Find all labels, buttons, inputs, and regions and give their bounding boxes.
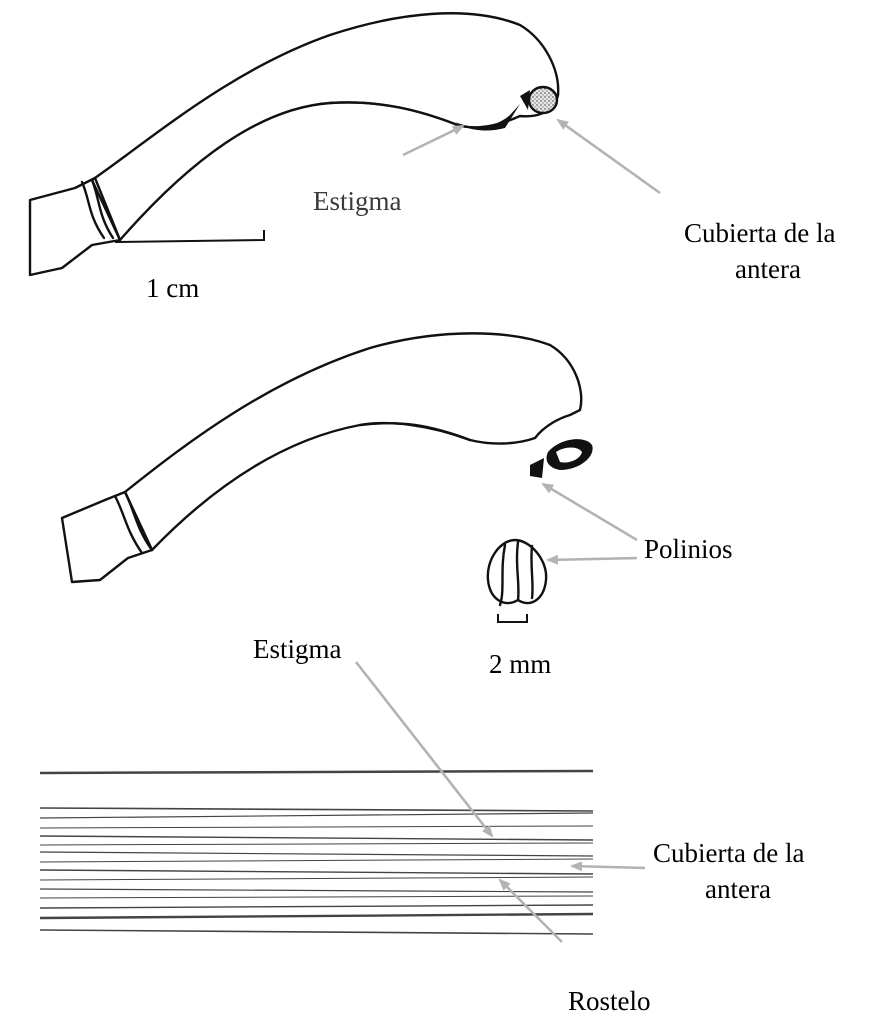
- arrow-pollinia-2: [548, 558, 637, 560]
- figure-2-column: Polinios 2 mm: [62, 333, 733, 679]
- label-anther-cap-1b: antera: [735, 254, 801, 284]
- label-anther-cap-3a: Cubierta de la: [653, 838, 804, 868]
- scale-bar-2mm: [498, 614, 527, 622]
- label-estigma-3: Estigma: [253, 634, 342, 664]
- arrow-anther-cap-1: [558, 120, 660, 193]
- label-anther-cap-3b: antera: [705, 874, 771, 904]
- column-body-2: [125, 333, 581, 550]
- stigma-edge-1: [455, 104, 520, 130]
- label-anther-cap-1a: Cubierta de la: [684, 218, 835, 248]
- label-polinios: Polinios: [644, 534, 733, 564]
- arrow-pollinia-1: [543, 484, 637, 540]
- arrow-estigma-1: [403, 126, 463, 155]
- figure-3-closeup: Estigma Cubierta de la antera Rostelo: [40, 634, 804, 1016]
- label-estigma-1: Estigma: [313, 186, 402, 216]
- label-rostelo: Rostelo: [568, 986, 651, 1016]
- anther-cap-1: [529, 87, 557, 113]
- column-base-2: [62, 492, 152, 582]
- label-scale-1cm: 1 cm: [146, 273, 199, 303]
- pollinia-detail: [488, 540, 546, 605]
- scale-bar-1cm: [115, 230, 264, 242]
- figure-1-column: Estigma Cubierta de la antera 1 cm: [30, 13, 835, 303]
- label-scale-2mm: 2 mm: [489, 649, 551, 679]
